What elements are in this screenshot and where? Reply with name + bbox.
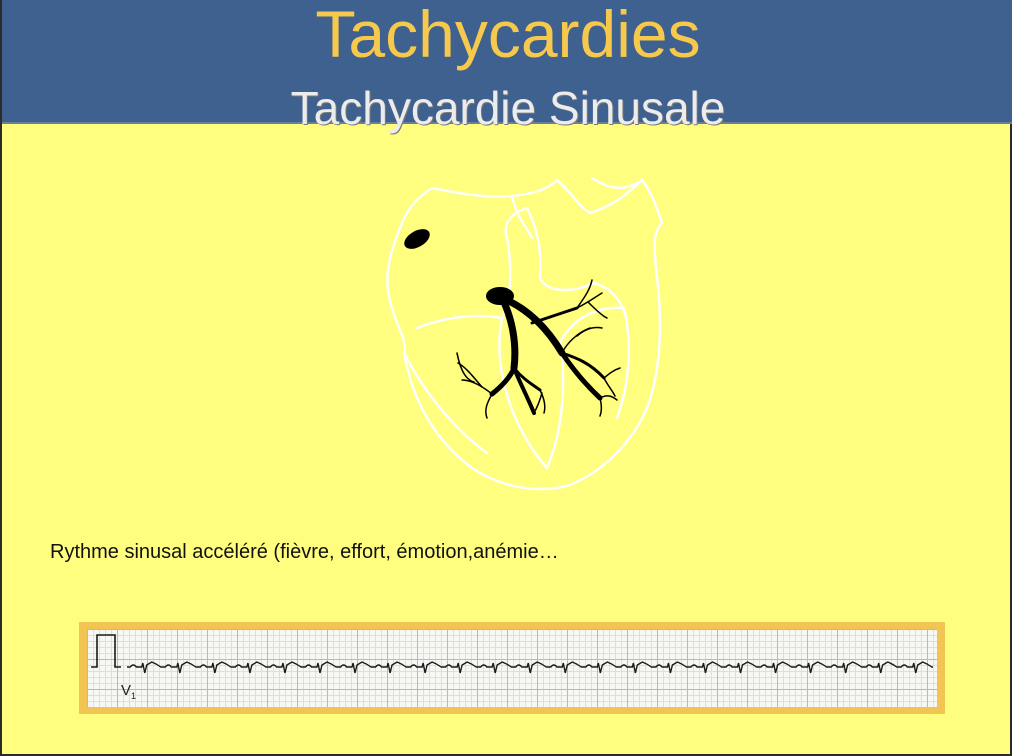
ecg-strip-frame: V1 [79, 622, 945, 714]
heart-outline [386, 176, 664, 491]
ecg-trace [91, 634, 933, 674]
slide-title: Tachycardies [315, 0, 701, 71]
slide-subtitle: Tachycardie Sinusale [290, 82, 726, 134]
his-purkinje-bundle [456, 279, 621, 419]
heart-conduction-diagram [386, 176, 664, 491]
header-band [2, 0, 1012, 124]
ecg-strip: V1 [87, 629, 937, 707]
caption-text: Rythme sinusal accéléré (fièvre, effort,… [50, 541, 559, 563]
ecg-rhythm-line [127, 661, 933, 674]
sinus-node [404, 229, 430, 249]
ecg-lead-label: V1 [121, 682, 137, 701]
ecg-calibration-pulse [91, 634, 121, 668]
